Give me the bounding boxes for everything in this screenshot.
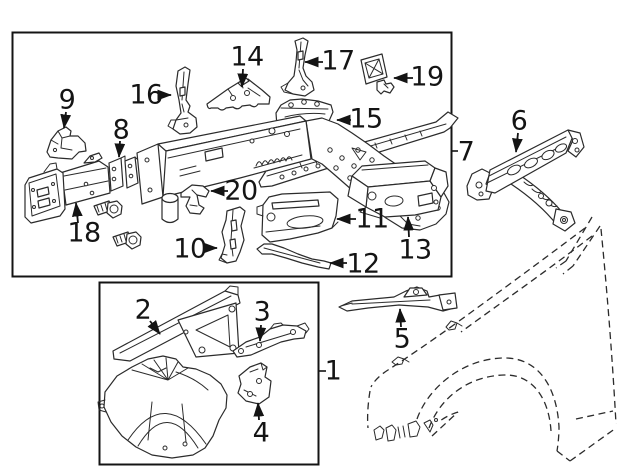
callout-4[interactable]: 4: [252, 417, 270, 449]
callout-13[interactable]: 13: [398, 234, 432, 266]
callout-15[interactable]: 15: [349, 103, 383, 135]
part-20-clip[interactable]: [161, 184, 210, 224]
callout-3[interactable]: 3: [253, 296, 271, 328]
callout-12[interactable]: 12: [346, 248, 380, 280]
arrow-3: [255, 324, 267, 342]
callout-8[interactable]: 8: [112, 114, 130, 146]
assembly-box-7: [11, 31, 453, 278]
fender-outline: [366, 216, 617, 462]
part-8-bracket[interactable]: [108, 155, 139, 192]
part-9-bracket[interactable]: [46, 126, 87, 160]
part-10-bracket[interactable]: [218, 206, 246, 264]
callout-18[interactable]: 18: [67, 217, 101, 249]
arrow-6: [512, 132, 523, 153]
part-19-bracket[interactable]: [360, 53, 395, 95]
part-14-gusset[interactable]: [206, 77, 271, 111]
wheelhouse-liner[interactable]: [97, 355, 228, 459]
callout-arrows: [60, 56, 523, 421]
arrow-13: [403, 216, 415, 238]
callout-20[interactable]: 20: [224, 175, 258, 207]
part-11-panel[interactable]: [256, 191, 339, 243]
callout-7[interactable]: 7: [457, 136, 475, 168]
bolt-upper[interactable]: [93, 200, 123, 219]
callout-17[interactable]: 17: [321, 45, 355, 77]
part-17-bracket[interactable]: [280, 37, 315, 97]
part-13-bracket[interactable]: [347, 160, 449, 219]
callout-1[interactable]: 1: [324, 355, 342, 387]
arrow-4: [253, 402, 265, 421]
part-3-bracket[interactable]: [232, 322, 310, 358]
callout-11[interactable]: 11: [355, 203, 389, 235]
part-18-rail[interactable]: [24, 152, 111, 224]
callout-2[interactable]: 2: [134, 294, 152, 326]
arrow-2: [147, 320, 161, 335]
callout-19[interactable]: 19: [410, 61, 444, 93]
arrow-8: [114, 140, 126, 158]
arrow-14: [237, 68, 249, 88]
arrow-5: [395, 308, 407, 328]
part-16-bracket[interactable]: [167, 66, 198, 135]
arrow-9: [60, 111, 72, 129]
callout-10[interactable]: 10: [173, 233, 207, 265]
part-2-brace[interactable]: [112, 285, 241, 362]
callout-9[interactable]: 9: [58, 84, 76, 116]
part-5-brace[interactable]: [338, 286, 458, 312]
callout-5[interactable]: 5: [393, 323, 411, 355]
callout-14[interactable]: 14: [230, 41, 264, 73]
callout-16[interactable]: 16: [129, 79, 163, 111]
arrow-18: [71, 202, 83, 224]
assembly-box-1: [98, 281, 320, 466]
callout-6[interactable]: 6: [510, 105, 528, 137]
bolt-lower[interactable]: [112, 231, 142, 250]
part-12-strip[interactable]: [256, 243, 332, 270]
part-6-apron[interactable]: [466, 129, 585, 232]
part-4-bracket[interactable]: [237, 362, 272, 405]
